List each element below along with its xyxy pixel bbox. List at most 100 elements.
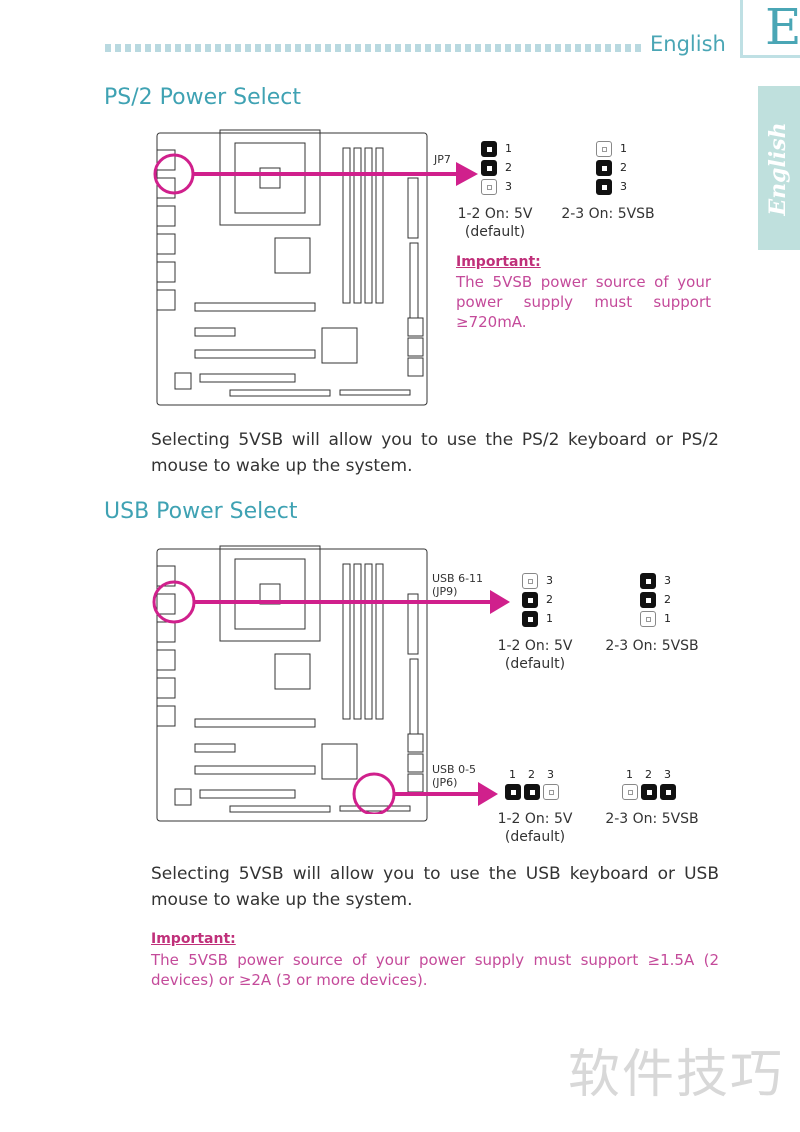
front-panel-header — [339, 805, 411, 812]
pin-number: 2 — [645, 768, 652, 781]
southbridge-chip — [321, 327, 358, 364]
pin-number: 3 — [505, 180, 512, 193]
header-dotted-rule — [105, 44, 645, 52]
arrow-head-icon — [456, 162, 478, 186]
sata-connector — [407, 753, 424, 773]
jumper-pin — [660, 784, 676, 800]
motherboard-diagram-ps2 — [156, 129, 428, 406]
ps2-important-title: Important: — [456, 254, 541, 270]
caption-default: (default) — [504, 656, 566, 672]
dimm-slot — [364, 147, 373, 304]
ps2-option-1-caption: 1-2 On: 5V (default) — [440, 205, 550, 241]
jp6-option-1-caption: 1-2 On: 5V (default) — [480, 810, 590, 846]
dimm-slot — [342, 147, 351, 304]
jumper-pin — [481, 160, 497, 176]
rear-io-port — [156, 289, 176, 311]
jumper-pin — [640, 592, 656, 608]
jp9-option-2-caption: 2-3 On: 5VSB — [592, 637, 712, 655]
ide-connector — [409, 242, 419, 319]
dimm-slot — [342, 563, 351, 720]
jp7-label: JP7 — [434, 153, 451, 166]
rear-io-port — [156, 593, 176, 615]
jp6-label: USB 0-5(JP6) — [432, 763, 476, 789]
pin-number: 3 — [547, 768, 554, 781]
rear-io-port — [156, 177, 176, 199]
pci-slot — [199, 373, 296, 383]
jp6-label-line1: USB 0-5 — [432, 763, 477, 776]
callout-circle-jp6 — [352, 772, 396, 814]
floppy-connector — [229, 805, 331, 813]
pci-slot — [199, 789, 296, 799]
ps2-important-text: The 5VSB power source of your power supp… — [456, 273, 711, 331]
jumper-pin — [481, 179, 497, 195]
floppy-connector — [229, 389, 331, 397]
rear-io-port — [156, 649, 176, 671]
rear-io-port — [156, 621, 176, 643]
usb-important-text: The 5VSB power source of your power supp… — [151, 951, 719, 989]
pin-number: 1 — [664, 612, 671, 625]
pin-number: 2 — [528, 768, 535, 781]
pin-number: 1 — [626, 768, 633, 781]
caption-default: (default) — [464, 224, 526, 240]
cpu-socket-inner — [234, 558, 306, 630]
pci-e-slot — [194, 302, 316, 312]
jp6-label-line2: (JP6) — [432, 776, 458, 789]
sata-connector — [407, 337, 424, 357]
jumper-pin — [641, 784, 657, 800]
sata-connector — [407, 317, 424, 337]
sata-connector — [407, 733, 424, 753]
battery — [174, 788, 192, 806]
dimm-slot — [353, 147, 362, 304]
pci-e-slot — [194, 718, 316, 728]
motherboard-diagram-usb — [156, 545, 428, 822]
jp9-label: USB 6-11(JP9) — [432, 572, 483, 598]
watermark: 软件技巧 — [568, 1045, 785, 1105]
side-tab: English — [758, 86, 800, 250]
jumper-pin — [505, 784, 521, 800]
usb-section-title: USB Power Select — [104, 499, 298, 524]
pin-number: 2 — [664, 593, 671, 606]
jp9-label-line2: (JP9) — [432, 585, 458, 598]
cpu-core — [259, 167, 281, 189]
rear-io-port — [156, 261, 176, 283]
caption-default: (default) — [504, 829, 566, 845]
dimm-slot — [375, 563, 384, 720]
caption-text: 2-3 On: 5VSB — [605, 811, 699, 827]
jumper-pin — [640, 573, 656, 589]
usb-callouts — [152, 580, 490, 814]
jumper-pin — [522, 611, 538, 627]
power-connector — [407, 177, 419, 239]
chapter-tab: E — [740, 0, 800, 58]
caption-text: 2-3 On: 5VSB — [561, 206, 655, 222]
pin-number: 2 — [620, 161, 627, 174]
caption-text: 2-3 On: 5VSB — [605, 638, 699, 654]
caption-text: 1-2 On: 5V — [497, 811, 573, 827]
northbridge-chip — [274, 653, 311, 690]
side-tab-label: English — [765, 122, 791, 216]
battery — [174, 372, 192, 390]
pin-number: 1 — [546, 612, 553, 625]
power-connector — [407, 593, 419, 655]
ps2-callout — [153, 153, 478, 195]
front-panel-header — [339, 389, 411, 396]
pin-number: 2 — [505, 161, 512, 174]
caption-text: 1-2 On: 5V — [497, 638, 573, 654]
jumper-pin — [622, 784, 638, 800]
rear-io-port — [156, 565, 176, 587]
jp9-option-1-caption: 1-2 On: 5V (default) — [480, 637, 590, 673]
pci-slot — [194, 349, 316, 359]
jumper-pin — [543, 784, 559, 800]
jumper-pin — [640, 611, 656, 627]
dimm-slot — [375, 147, 384, 304]
ps2-body-text: Selecting 5VSB will allow you to use the… — [151, 430, 719, 476]
arrow-head-icon — [478, 782, 498, 806]
rear-io-port — [156, 677, 176, 699]
pin-number: 3 — [546, 574, 553, 587]
callout-circle — [153, 153, 195, 195]
dimm-slot — [353, 563, 362, 720]
jumper-pin — [522, 573, 538, 589]
caption-text: 1-2 On: 5V — [457, 206, 533, 222]
usb-important-title: Important: — [151, 931, 236, 947]
ps2-section-title: PS/2 Power Select — [104, 85, 302, 110]
